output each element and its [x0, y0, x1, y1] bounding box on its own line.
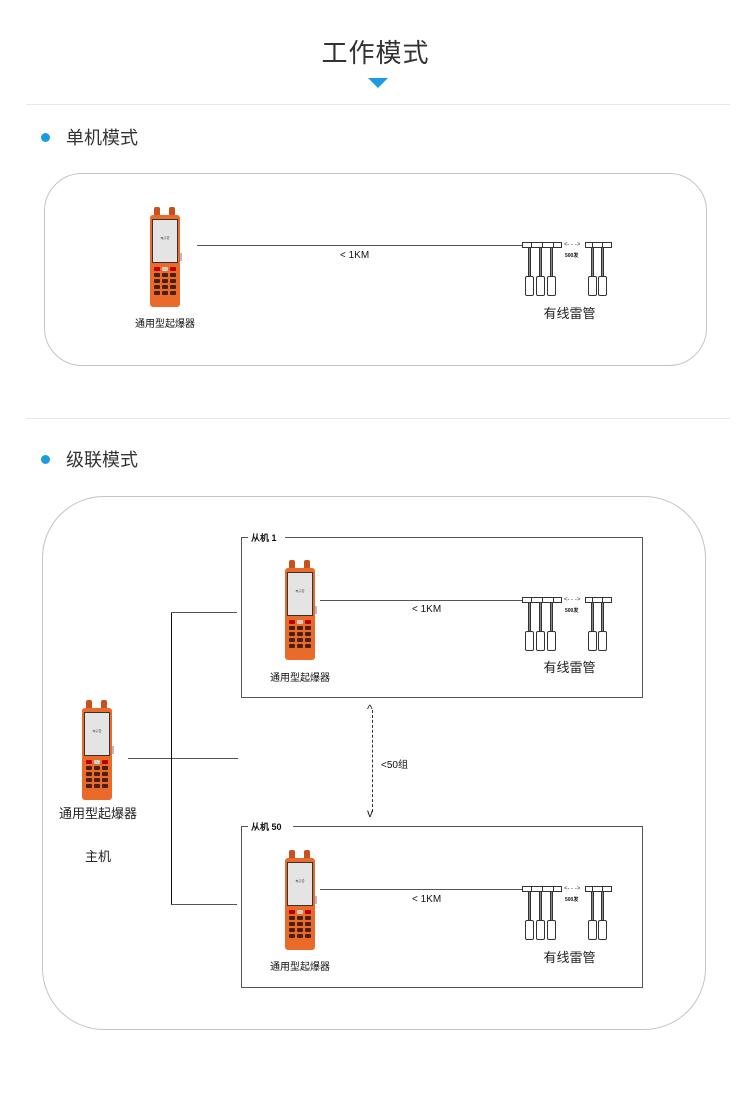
- detonator-cap-icon: [536, 276, 545, 296]
- spacing-arrow: <- - ->: [564, 242, 581, 248]
- slave-box-50: [241, 826, 643, 988]
- detonator-cap-icon: [536, 920, 545, 940]
- detonator-label: 有线雷管: [543, 660, 596, 675]
- group-limit-label: <50组: [381, 760, 408, 771]
- device-screen: 电子雷: [84, 712, 110, 756]
- detonator-cap-icon: [547, 920, 556, 940]
- device-screen: 电子雷: [287, 862, 313, 906]
- divider: [26, 104, 730, 105]
- cascade-diagram: [42, 496, 706, 1030]
- detonator-cap-icon: [588, 631, 597, 651]
- section-label: 级联模式: [66, 450, 138, 470]
- dashed-arrow-line: [372, 710, 373, 812]
- section-label: 单机模式: [66, 128, 138, 148]
- detonator-cap-icon: [598, 920, 607, 940]
- keypad-icon: [154, 267, 176, 295]
- device-screen: 电子雷: [152, 219, 178, 263]
- detonator-device: 电子雷: [150, 207, 182, 307]
- distance-label: < 1KM: [412, 894, 442, 905]
- detonator-cap-icon: [525, 276, 534, 296]
- device-screen: 电子雷: [287, 572, 313, 616]
- section-heading-cascade: 级联模式: [41, 446, 138, 472]
- detonator-label: 有线雷管: [543, 950, 596, 965]
- device-label: 通用型起爆器: [270, 962, 330, 973]
- bus-line: [171, 612, 172, 905]
- spacing-label: 500发: [565, 897, 579, 903]
- bus-branch-line: [171, 904, 237, 905]
- master-link-line: [128, 758, 238, 759]
- antenna-icon: [169, 207, 175, 217]
- detonator-cap-icon: [598, 276, 607, 296]
- keypad-icon: [289, 620, 311, 648]
- detonator-cap-icon: [588, 920, 597, 940]
- connection-line: [320, 600, 523, 601]
- spacing-arrow: <- - ->: [564, 597, 581, 603]
- device-label: 通用型起爆器: [135, 319, 195, 330]
- slave-detonator-device: 电子雷: [285, 560, 317, 660]
- detonator-group: <- - -> 500发: [522, 886, 617, 946]
- master-device-label: 通用型起爆器: [58, 806, 137, 821]
- distance-label: < 1KM: [340, 250, 370, 261]
- bullet-dot-icon: [41, 454, 50, 464]
- slave-title: 从机 50: [248, 820, 285, 833]
- antenna-icon: [154, 207, 160, 217]
- detonator-cap-icon: [536, 631, 545, 651]
- detonator-group: <- - -> 500发: [522, 597, 617, 657]
- detonator-cap-icon: [525, 920, 534, 940]
- spacing-label: 500发: [565, 608, 579, 614]
- detonator-cap-icon: [598, 631, 607, 651]
- arrow-up-icon: ^: [367, 702, 373, 716]
- detonator-cap-icon: [547, 631, 556, 651]
- detonator-group: <- - -> 500发: [522, 242, 617, 302]
- keypad-icon: [289, 910, 311, 938]
- bus-branch-line: [171, 612, 237, 613]
- keypad-icon: [86, 760, 108, 788]
- arrow-down-icon: v: [367, 806, 373, 820]
- connection-line: [320, 889, 523, 890]
- device-label: 通用型起爆器: [270, 673, 330, 684]
- detonator-label: 有线雷管: [543, 306, 596, 321]
- slave-box-1: [241, 537, 643, 698]
- detonator-cap-icon: [525, 631, 534, 651]
- slave-detonator-device: 电子雷: [285, 850, 317, 950]
- detonator-cap-icon: [547, 276, 556, 296]
- master-detonator-device: 电子雷: [82, 700, 114, 800]
- bullet-dot-icon: [41, 132, 50, 142]
- spacing-label: 500发: [565, 253, 579, 259]
- triangle-down-icon: [368, 78, 388, 88]
- master-role-label: 主机: [84, 849, 111, 864]
- section-heading-standalone: 单机模式: [41, 124, 138, 150]
- spacing-arrow: <- - ->: [564, 886, 581, 892]
- connection-line: [197, 245, 523, 246]
- page-title: 工作模式: [321, 38, 430, 68]
- distance-label: < 1KM: [412, 604, 442, 615]
- divider: [26, 418, 730, 419]
- slave-title: 从机 1: [248, 531, 280, 544]
- detonator-cap-icon: [588, 276, 597, 296]
